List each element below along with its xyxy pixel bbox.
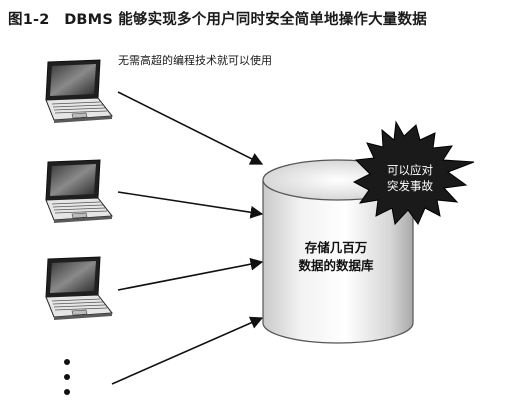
ellipsis-dot <box>64 374 70 380</box>
arrow-user-2 <box>117 191 264 219</box>
annotation-no-programming: 无需高超的编程技术就可以使用 <box>118 54 272 67</box>
starburst-label-line-2: 突发事故 <box>387 179 433 193</box>
figure-title: 图1-2 DBMS 能够实现多个用户同时安全简单地操作大量数据 <box>8 12 427 28</box>
laptop-user-2 <box>45 159 113 224</box>
starburst-shape <box>352 120 475 226</box>
laptop-user-3 <box>45 256 113 321</box>
database-label-line-2: 数据的数据库 <box>297 258 374 273</box>
database-label-line-1: 存储几百万 <box>304 240 368 255</box>
starburst-label-line-1: 可以应对 <box>387 163 433 177</box>
arrow-user-1 <box>117 91 264 165</box>
ellipsis-dot <box>64 359 70 365</box>
arrow-user-3 <box>117 257 264 291</box>
database-cylinder <box>262 159 414 344</box>
arrow-user-more <box>111 316 264 385</box>
ellipsis-dot <box>64 389 70 395</box>
laptop-user-1 <box>45 59 113 124</box>
